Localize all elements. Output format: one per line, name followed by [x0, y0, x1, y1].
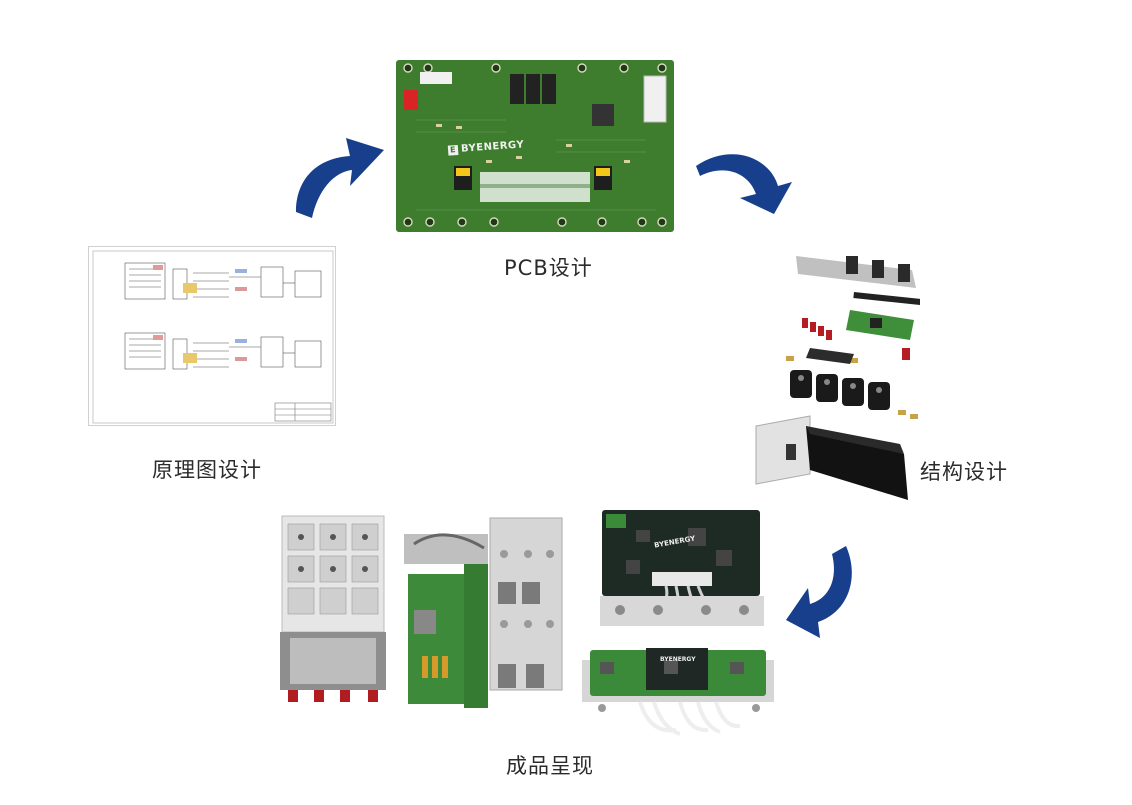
structure-exploded-image [755, 256, 920, 500]
arrow-schematic-to-pcb-icon [296, 138, 384, 218]
structure-label: 结构设计 [920, 460, 1008, 484]
pcb-board-image: BYENERGY [396, 60, 674, 232]
product-label: 成品呈现 [506, 754, 594, 778]
arrow-structure-to-product-icon [786, 546, 852, 638]
pcb-label: PCB设计 [504, 256, 593, 280]
product-module-white-image [280, 515, 386, 702]
product-assembly-side-image [404, 517, 563, 708]
product-board-logo-bottom: BYENERGY [660, 656, 696, 663]
schematic-label: 原理图设计 [152, 458, 262, 482]
schematic-image [88, 246, 336, 426]
product-driver-board-top-image: BYENERGY [596, 510, 768, 632]
product-driver-board-bottom-image: BYENERGY [580, 642, 776, 742]
arrow-pcb-to-structure-icon [696, 154, 792, 214]
